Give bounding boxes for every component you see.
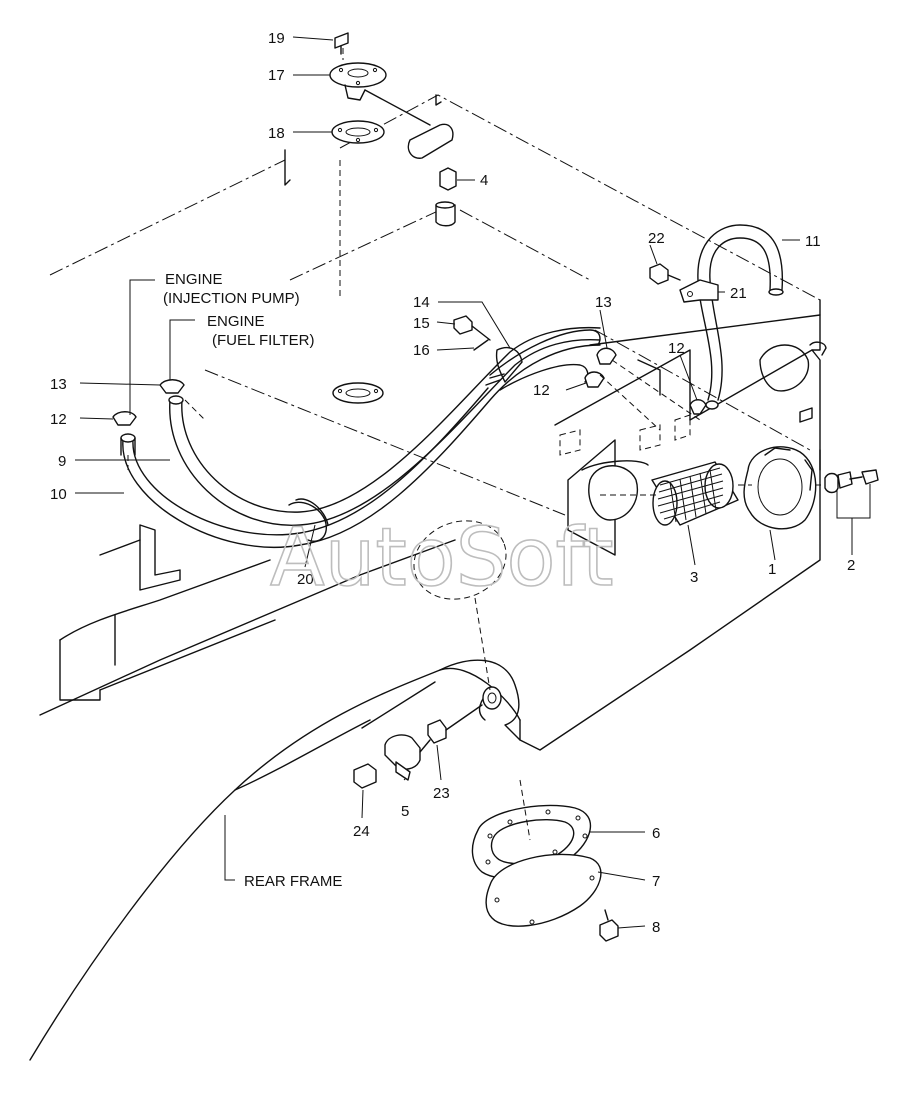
label-fuel-filter: (FUEL FILTER) <box>212 332 315 349</box>
return-fitting <box>435 167 457 227</box>
leader-lines <box>75 36 871 929</box>
hidden-lines <box>127 359 701 470</box>
callout-14: 14 <box>413 294 430 311</box>
callout-19: 19 <box>268 30 285 47</box>
callout-2: 2 <box>847 557 855 574</box>
callout-11: 11 <box>805 233 821 250</box>
callout-22: 22 <box>648 230 665 247</box>
callout-1: 1 <box>768 561 776 578</box>
callout-16: 16 <box>413 342 430 359</box>
callout-12-left: 12 <box>50 411 67 428</box>
callout-20: 20 <box>297 571 314 588</box>
detail-circle <box>413 520 507 600</box>
callout-10: 10 <box>50 486 67 503</box>
label-injection-pump: (INJECTION PUMP) <box>163 290 300 307</box>
hose-clamps-right <box>584 347 707 415</box>
callout-5: 5 <box>401 803 409 820</box>
fuel-gauge-assembly <box>329 32 454 404</box>
drain-plate-gaskets <box>471 779 619 942</box>
callout-6: 6 <box>652 825 660 842</box>
callout-24: 24 <box>353 823 370 840</box>
callout-21: 21 <box>730 285 747 302</box>
callout-13-right: 13 <box>595 294 612 311</box>
fuel-filler-assembly <box>588 446 879 530</box>
callout-15: 15 <box>413 315 430 332</box>
label-rear-frame: REAR FRAME <box>244 873 342 890</box>
callout-12-right: 12 <box>668 340 685 357</box>
diagram-labels: ENGINE (INJECTION PUMP) ENGINE (FUEL FIL… <box>163 271 342 890</box>
watermark: AutoSoft <box>270 511 614 604</box>
callout-8: 8 <box>652 919 660 936</box>
callout-17: 17 <box>268 67 285 84</box>
fuel-hoses <box>120 326 601 549</box>
callout-4: 4 <box>480 172 488 189</box>
bolt-15 <box>453 315 491 341</box>
callout-numbers: 19 17 18 4 22 11 21 13 14 15 16 12 12 13… <box>50 30 855 936</box>
callout-18: 18 <box>268 125 285 142</box>
callout-23: 23 <box>433 785 450 802</box>
callout-12-middle: 12 <box>533 382 550 399</box>
rear-frame <box>29 659 521 1061</box>
fuel-tank-body <box>39 94 827 751</box>
pin-16 <box>473 339 489 351</box>
callout-13-left: 13 <box>50 376 67 393</box>
label-engine-injection: ENGINE <box>165 271 223 288</box>
callout-3: 3 <box>690 569 698 586</box>
label-engine-filter: ENGINE <box>207 313 265 330</box>
callout-9: 9 <box>58 453 66 470</box>
strainer-mesh <box>657 467 724 523</box>
callout-7: 7 <box>652 873 660 890</box>
vent-hose-assembly <box>649 224 784 410</box>
drain-valve-assembly <box>353 686 502 789</box>
